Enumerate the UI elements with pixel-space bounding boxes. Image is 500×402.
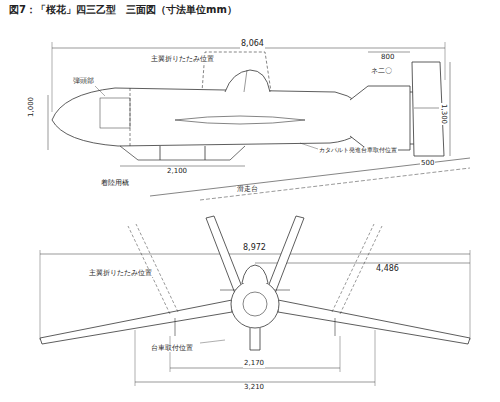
part-note: 弾頭部 bbox=[72, 78, 95, 86]
dimension: 800 bbox=[380, 54, 395, 62]
dimension: 500 bbox=[420, 160, 435, 168]
part-note: カタパルト発進台車取付位置 bbox=[318, 147, 398, 154]
part-note: 滑走台 bbox=[236, 186, 259, 193]
part-note: 着陸用橇 bbox=[100, 180, 130, 187]
dimension: 1,300 bbox=[439, 103, 447, 125]
dimension: 4,486 bbox=[375, 265, 400, 274]
dimension: 8,972 bbox=[242, 244, 267, 253]
part-note: ネ二〇 bbox=[370, 68, 393, 76]
figure-title: 図7：「桜花」四三乙型 三面図（寸法単位mm） bbox=[8, 4, 238, 15]
part-note: 主翼折りたたみ位置 bbox=[88, 270, 153, 277]
dimension: 1,000 bbox=[28, 96, 36, 118]
dimension: 2,100 bbox=[166, 168, 188, 176]
dimension: 2,170 bbox=[243, 360, 265, 368]
part-note: 台車取付位置 bbox=[150, 345, 194, 352]
part-note: 主翼折りたたみ位置 bbox=[150, 56, 215, 63]
dimension: 8,064 bbox=[240, 40, 265, 49]
dimension: 3,210 bbox=[243, 384, 265, 392]
